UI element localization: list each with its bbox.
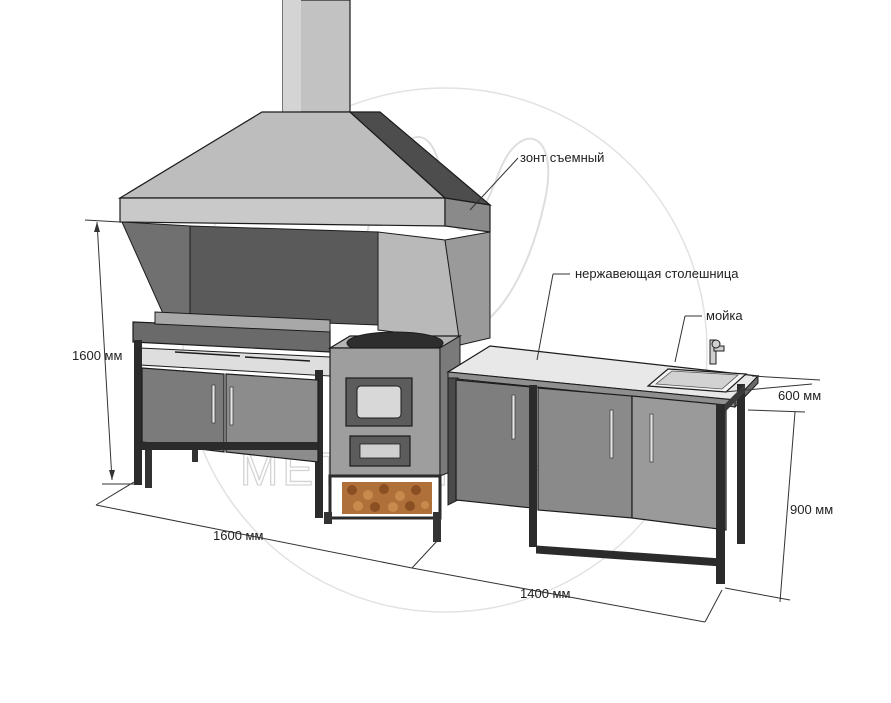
countertop-label: нержавеющая столешница <box>575 266 739 281</box>
brazier-rim <box>154 311 331 333</box>
right-frame-post <box>716 404 725 584</box>
hood <box>117 0 493 346</box>
sink-label: мойка <box>706 308 743 323</box>
door-handle <box>609 409 614 459</box>
hood-leader <box>469 157 519 211</box>
leg <box>433 512 441 542</box>
hood-inner-back <box>189 225 379 326</box>
dim-depth: 600 мм <box>778 388 821 403</box>
dimension-lines <box>84 157 821 623</box>
dim-height-left: 1600 мм <box>72 348 122 363</box>
dim-width-left: 1600 мм <box>213 528 263 543</box>
left-door-2 <box>225 373 319 463</box>
right-frame-post <box>529 385 537 547</box>
door-handle <box>211 384 216 424</box>
door-handle <box>649 413 654 463</box>
door-handle <box>229 386 234 426</box>
hood-rim <box>119 197 446 227</box>
stove-unit <box>324 331 463 542</box>
left-door-1 <box>141 367 225 453</box>
left-frame-post <box>134 340 142 485</box>
hood-label: зонт съемный <box>520 150 604 165</box>
countertop-leader <box>536 273 554 361</box>
firewood <box>342 482 432 514</box>
hood-left-cheek <box>121 221 191 319</box>
faucet <box>709 339 725 365</box>
leg <box>324 512 332 524</box>
dim-height-right: 900 мм <box>790 502 833 517</box>
right-door-1 <box>455 379 533 509</box>
sink-leader <box>674 315 686 363</box>
hood-front-panel <box>117 111 447 199</box>
leg <box>192 450 198 462</box>
brazier-cabinet <box>132 311 331 518</box>
dim-width-right: 1400 мм <box>520 586 570 601</box>
right-door-2 <box>537 387 633 519</box>
right-door-3 <box>631 395 727 531</box>
leg <box>145 450 152 488</box>
door-handle <box>511 394 516 440</box>
sink-cabinet <box>446 339 760 584</box>
oven-window <box>356 385 402 419</box>
